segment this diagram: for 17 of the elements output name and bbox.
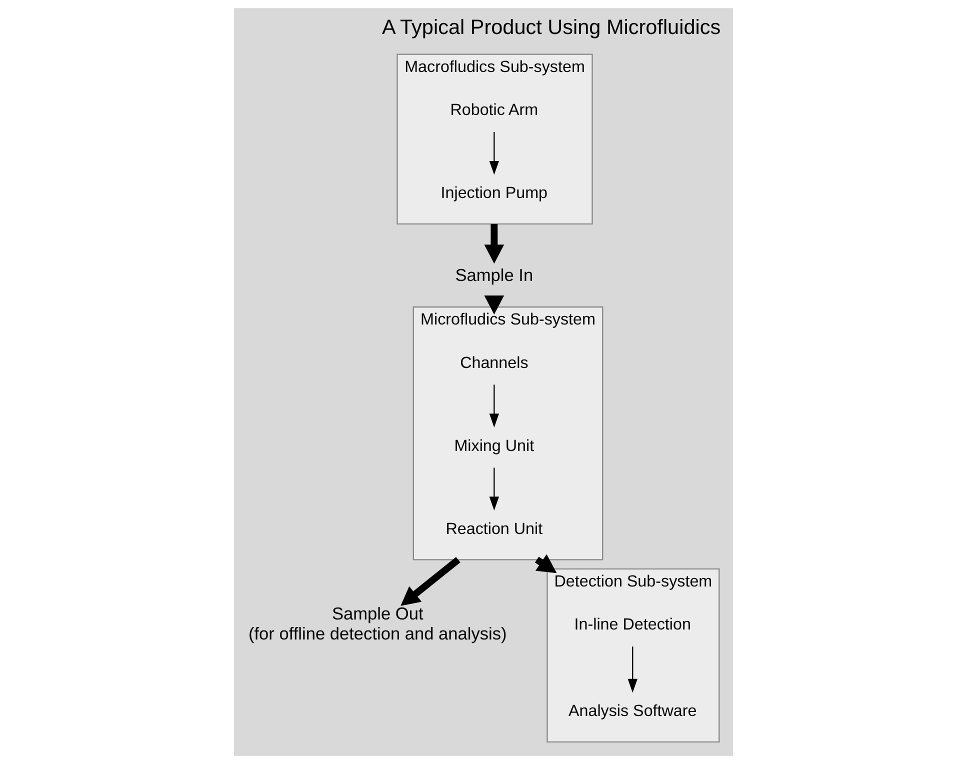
arrow: [484, 295, 504, 314]
node-text: Reaction Unit: [445, 520, 542, 538]
node-text: Injection Pump: [440, 184, 548, 202]
node-text: Analysis Software: [568, 702, 696, 720]
node-text: Mixing Unit: [454, 436, 534, 455]
arrow: [488, 384, 499, 428]
node-text: Channels: [460, 354, 528, 372]
node-text: Robotic Arm: [450, 101, 538, 120]
node-text: In-line Detection: [574, 616, 690, 634]
arrow: [484, 224, 504, 264]
arrow: [488, 468, 499, 511]
diagram-title: A Typical Product Using Microfluidics: [381, 16, 720, 40]
arrow: [627, 646, 637, 693]
arrow: [400, 556, 460, 606]
node-text: Sample Out (for offline detection and analysis): [248, 604, 506, 644]
arrow: [488, 132, 499, 175]
node-text: Sample In: [454, 265, 533, 286]
